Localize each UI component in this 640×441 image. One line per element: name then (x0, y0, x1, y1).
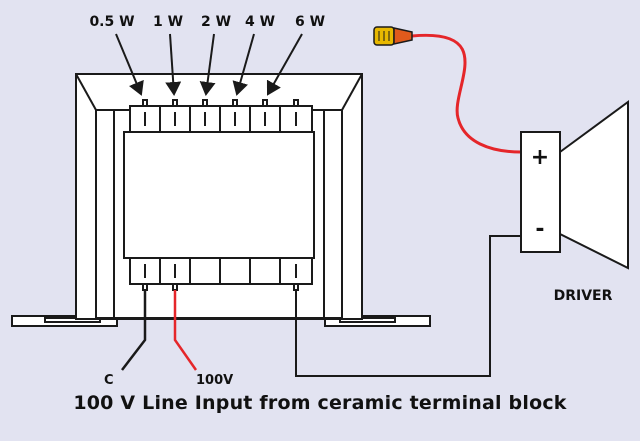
speaker-positive-lead (411, 33, 522, 154)
common-terminal-label: C (104, 373, 114, 388)
tap-label-2w: 2 W (201, 14, 231, 30)
diagram-caption: 100 V Line Input from ceramic terminal b… (73, 392, 567, 414)
speaker-driver: + - (520, 100, 629, 270)
speaker-cone (559, 100, 629, 270)
tap-label-0-5w: 0.5 W (89, 14, 134, 30)
tap-label-1w: 1 W (153, 14, 183, 30)
tap-labels: 0.5 W 1 W 2 W 4 W 6 W (89, 14, 325, 30)
speaker-negative-wire (295, 235, 521, 377)
positive-terminal-label: + (531, 145, 549, 170)
tap-arrow-4w (232, 33, 255, 96)
line-100v-label: 100V (196, 373, 233, 388)
tap-arrow-0-5w (115, 33, 144, 96)
wire-nut-connector (373, 26, 413, 46)
tap-label-4w: 4 W (245, 14, 275, 30)
negative-terminal-label: - (535, 217, 544, 242)
tap-arrows (115, 33, 303, 96)
speaker-magnet (520, 131, 561, 253)
common-wire (121, 290, 147, 371)
transformer-coil (123, 131, 315, 259)
line-100v-wire (173, 290, 198, 371)
tap-terminal-strip (129, 105, 313, 133)
tap-label-6w: 6 W (295, 14, 325, 30)
tap-arrow-2w (199, 33, 216, 96)
tap-terminal-screws (142, 99, 299, 126)
input-terminal-strip (129, 257, 313, 285)
driver-label: DRIVER (554, 288, 613, 304)
tap-arrow-6w (266, 33, 303, 96)
tap-arrow-1w (165, 33, 182, 96)
